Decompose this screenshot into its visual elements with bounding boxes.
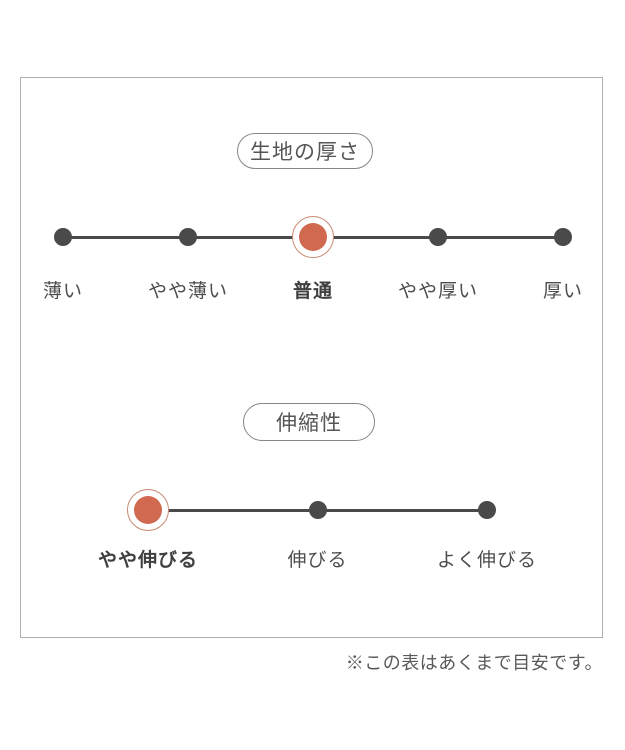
- scale-label: 厚い: [542, 281, 584, 302]
- level-dot: [54, 228, 72, 246]
- level-dot: [429, 228, 447, 246]
- scale-label: 伸びる: [287, 550, 348, 571]
- footnote: ※この表はあくまで目安です。: [345, 653, 603, 673]
- scale-title-pill: 伸縮性: [243, 403, 375, 441]
- scale-label: やや伸びる: [97, 550, 199, 571]
- level-dot: [554, 228, 572, 246]
- level-dot: [308, 501, 327, 519]
- scale-title-pill: 生地の厚さ: [237, 133, 373, 169]
- scale-label: やや薄い: [147, 281, 229, 302]
- spec-frame-border: [20, 77, 603, 638]
- level-dot: [179, 228, 197, 246]
- selected-level-dot: [299, 223, 327, 251]
- level-dot: [478, 501, 496, 519]
- scale-label: よく伸びる: [436, 550, 538, 571]
- scale-title: 伸縮性: [276, 412, 342, 435]
- selected-level-marker: [127, 489, 169, 531]
- scale-title: 生地の厚さ: [250, 141, 360, 164]
- scale-label: 普通: [292, 281, 334, 302]
- scale-label: やや厚い: [397, 281, 479, 302]
- scale-label: 薄い: [42, 281, 84, 302]
- selected-level-dot: [134, 496, 162, 524]
- selected-level-marker: [292, 216, 334, 258]
